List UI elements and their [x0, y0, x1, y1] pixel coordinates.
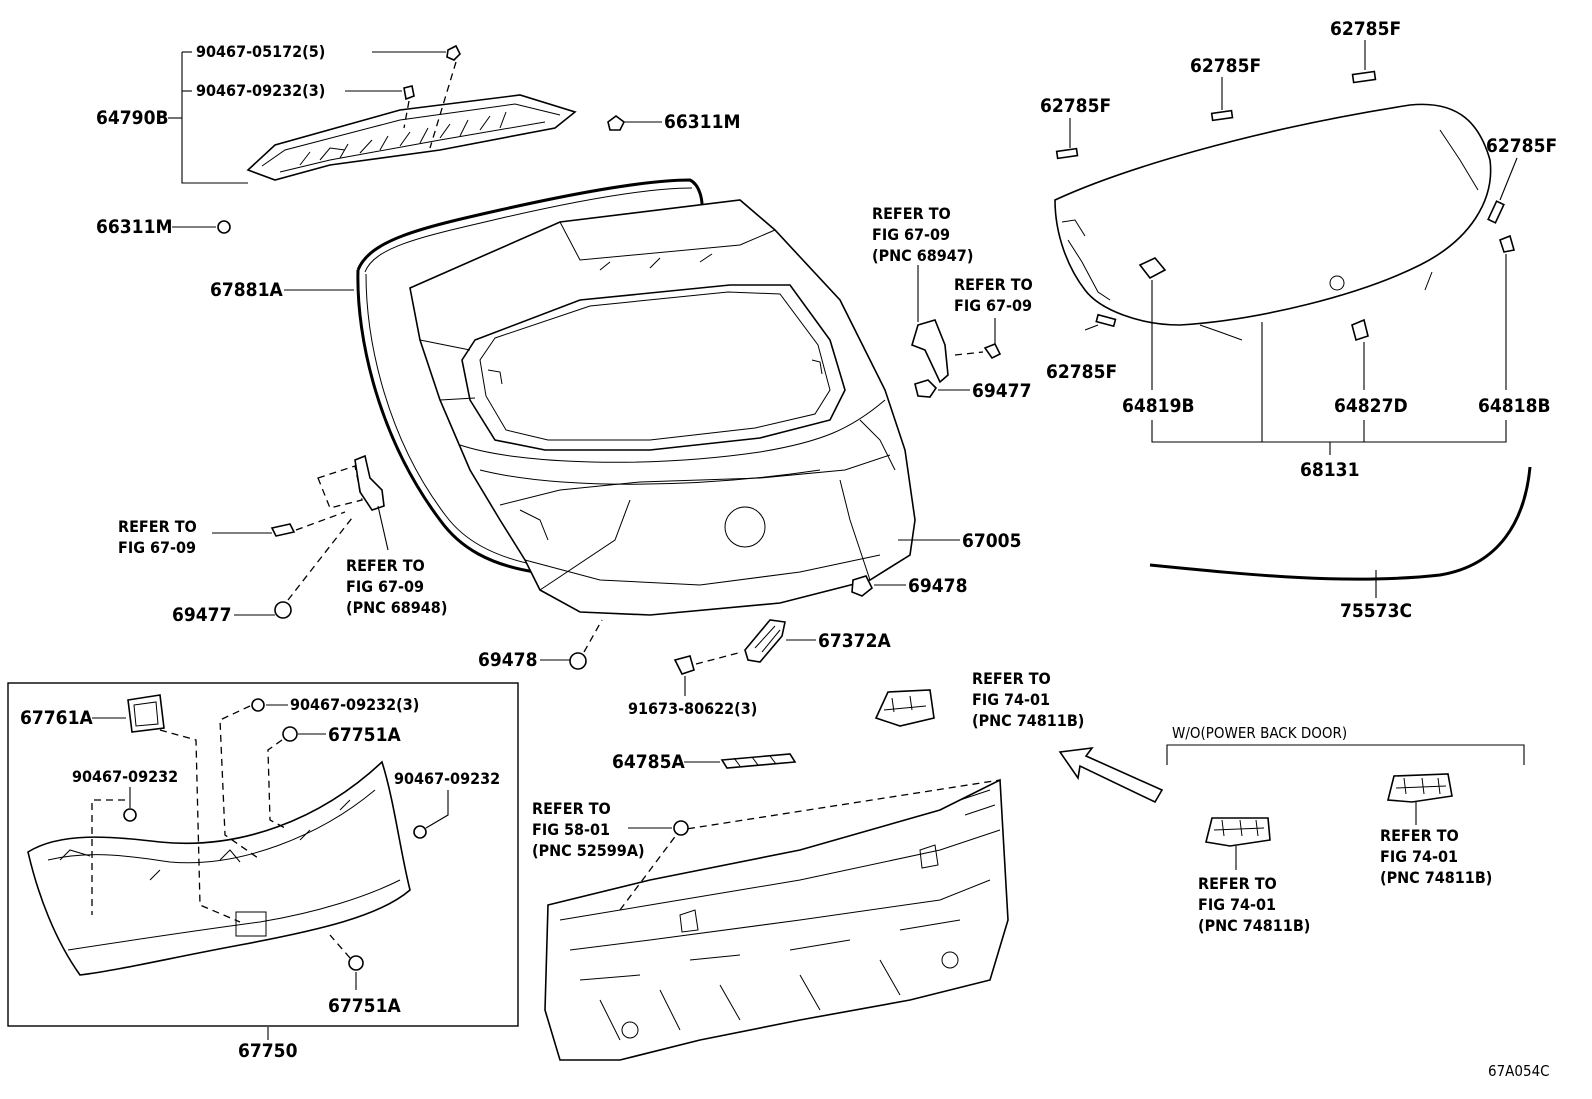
fastener-90467-09232-top[interactable] — [403, 85, 415, 101]
trim-panel-67750[interactable] — [27, 760, 411, 976]
ref-67-09-c-line2: FIG 67-09 — [118, 538, 196, 557]
clip-66311m-left[interactable] — [217, 220, 231, 234]
label-67761a: 67761A — [20, 707, 93, 729]
cover-67761a[interactable] — [127, 694, 165, 733]
label-90467-09232-right: 90467-09232 — [394, 769, 500, 788]
label-67005: 67005 — [962, 530, 1021, 552]
switch-74811b-right[interactable] — [1386, 773, 1453, 803]
ref-74-01-b-line1: REFER TO — [1198, 874, 1277, 893]
trim-assembly-box — [7, 682, 519, 1027]
clip-90467-09232-3-box[interactable] — [251, 698, 265, 712]
label-67751a-top: 67751A — [328, 724, 401, 746]
clip-90467-09232-left[interactable] — [123, 808, 137, 822]
ref-67-09-d-line3: (PNC 68948) — [346, 598, 447, 617]
hinge-left[interactable] — [354, 454, 385, 511]
label-62785f-top: 62785F — [1330, 18, 1401, 40]
ref-67-09-c-line1: REFER TO — [118, 517, 197, 536]
label-66311m-top: 66311M — [664, 111, 740, 133]
inner-panel-52599a[interactable] — [544, 778, 1009, 1061]
spacer-64819b[interactable] — [1138, 257, 1167, 280]
label-90467-09232-left: 90467-09232 — [72, 767, 178, 786]
ref-58-01-line3: (PNC 52599A) — [532, 841, 645, 860]
label-69478-bottom: 69478 — [478, 649, 537, 671]
label-64818b: 64818B — [1478, 395, 1551, 417]
stopper-69478-right[interactable] — [851, 575, 874, 597]
spacer-64818b[interactable] — [1499, 234, 1516, 253]
label-90467-09232-3-box: 90467-09232(3) — [290, 695, 419, 714]
hinge-right[interactable] — [911, 319, 949, 384]
label-62785f-left: 62785F — [1040, 95, 1111, 117]
lock-67372a[interactable] — [744, 619, 786, 663]
mold-62785f-4[interactable] — [1487, 200, 1505, 224]
label-90467-05172: 90467-05172(5) — [196, 42, 325, 61]
bolt-91673-80622[interactable] — [673, 655, 695, 675]
switch-74811b-top[interactable] — [874, 689, 935, 727]
label-64790b: 64790B — [96, 107, 169, 129]
ref-74-01-c-line3: (PNC 74811B) — [1380, 868, 1492, 887]
grommet-52599a[interactable] — [673, 820, 689, 836]
ref-74-01-b-line3: (PNC 74811B) — [1198, 916, 1310, 935]
ref-58-01-line1: REFER TO — [532, 799, 611, 818]
label-64827d: 64827D — [1334, 395, 1408, 417]
ref-67-09-b-line1: REFER TO — [954, 275, 1033, 294]
switch-74811b-left[interactable] — [1205, 817, 1271, 847]
label-69478-right: 69478 — [908, 575, 967, 597]
label-91673-80622: 91673-80622(3) — [628, 699, 757, 718]
label-67881a: 67881A — [210, 279, 283, 301]
ref-58-01-line2: FIG 58-01 — [532, 820, 610, 839]
ref-67-09-d-line1: REFER TO — [346, 556, 425, 575]
ref-74-01-c-line2: FIG 74-01 — [1380, 847, 1458, 866]
ref-74-01-c-line1: REFER TO — [1380, 826, 1459, 845]
mold-62785f-2[interactable] — [1210, 109, 1234, 122]
clip-67751a-bottom[interactable] — [348, 955, 364, 971]
label-67372a: 67372A — [818, 630, 891, 652]
direction-arrow — [1058, 746, 1164, 804]
label-68131: 68131 — [1300, 459, 1359, 481]
back-window-glass-68131[interactable] — [1054, 103, 1492, 341]
mold-62785f-3[interactable] — [1055, 147, 1079, 160]
label-64785a: 64785A — [612, 751, 685, 773]
label-wo-power-back-door: W/O(POWER BACK DOOR) — [1172, 724, 1347, 742]
label-67751a-bottom: 67751A — [328, 995, 401, 1017]
back-door-panel-67005[interactable] — [409, 199, 916, 616]
clip-66311m-top[interactable] — [607, 115, 626, 131]
molding-75573c[interactable] — [1149, 466, 1532, 581]
label-90467-09232-3-top: 90467-09232(3) — [196, 81, 325, 100]
clip-67751a-top[interactable] — [282, 726, 298, 742]
ref-67-09-a-line2: FIG 67-09 — [872, 225, 950, 244]
label-69477-left: 69477 — [172, 604, 231, 626]
ref-74-01-a-line2: FIG 74-01 — [972, 690, 1050, 709]
label-62785f-mid: 62785F — [1190, 55, 1261, 77]
bolt-left[interactable] — [270, 523, 296, 537]
stopper-69477-left[interactable] — [274, 601, 292, 619]
weatherstrip-67881a[interactable] — [356, 178, 704, 574]
ref-74-01-a-line1: REFER TO — [972, 669, 1051, 688]
ref-67-09-b-line2: FIG 67-09 — [954, 296, 1032, 315]
label-66311m-left: 66311M — [96, 216, 172, 238]
ref-67-09-a-line1: REFER TO — [872, 204, 951, 223]
bolt-right[interactable] — [983, 342, 1002, 360]
ref-74-01-a-line3: (PNC 74811B) — [972, 711, 1084, 730]
label-62785f-right: 62785F — [1486, 135, 1557, 157]
ref-74-01-b-line2: FIG 74-01 — [1198, 895, 1276, 914]
label-69477-right: 69477 — [972, 380, 1031, 402]
label-75573c: 75573C — [1340, 600, 1412, 622]
clip-90467-09232-right[interactable] — [413, 825, 427, 839]
handle-64785a[interactable] — [720, 753, 797, 769]
stopper-69477-right[interactable] — [914, 379, 938, 398]
spoiler-64790b[interactable] — [246, 94, 577, 181]
ref-67-09-a-line3: (PNC 68947) — [872, 246, 973, 265]
fastener-90467-05172[interactable] — [446, 44, 461, 61]
ref-67-09-d-line2: FIG 67-09 — [346, 577, 424, 596]
diagram-code: 67A054C — [1488, 1062, 1550, 1080]
mold-62785f-1[interactable] — [1351, 70, 1377, 84]
label-64819b: 64819B — [1122, 395, 1195, 417]
mold-62785f-5[interactable] — [1095, 313, 1117, 328]
label-62785f-low: 62785F — [1046, 361, 1117, 383]
spacer-64827d[interactable] — [1351, 318, 1369, 342]
stopper-69478-bottom[interactable] — [569, 652, 587, 670]
label-67750: 67750 — [238, 1040, 298, 1062]
